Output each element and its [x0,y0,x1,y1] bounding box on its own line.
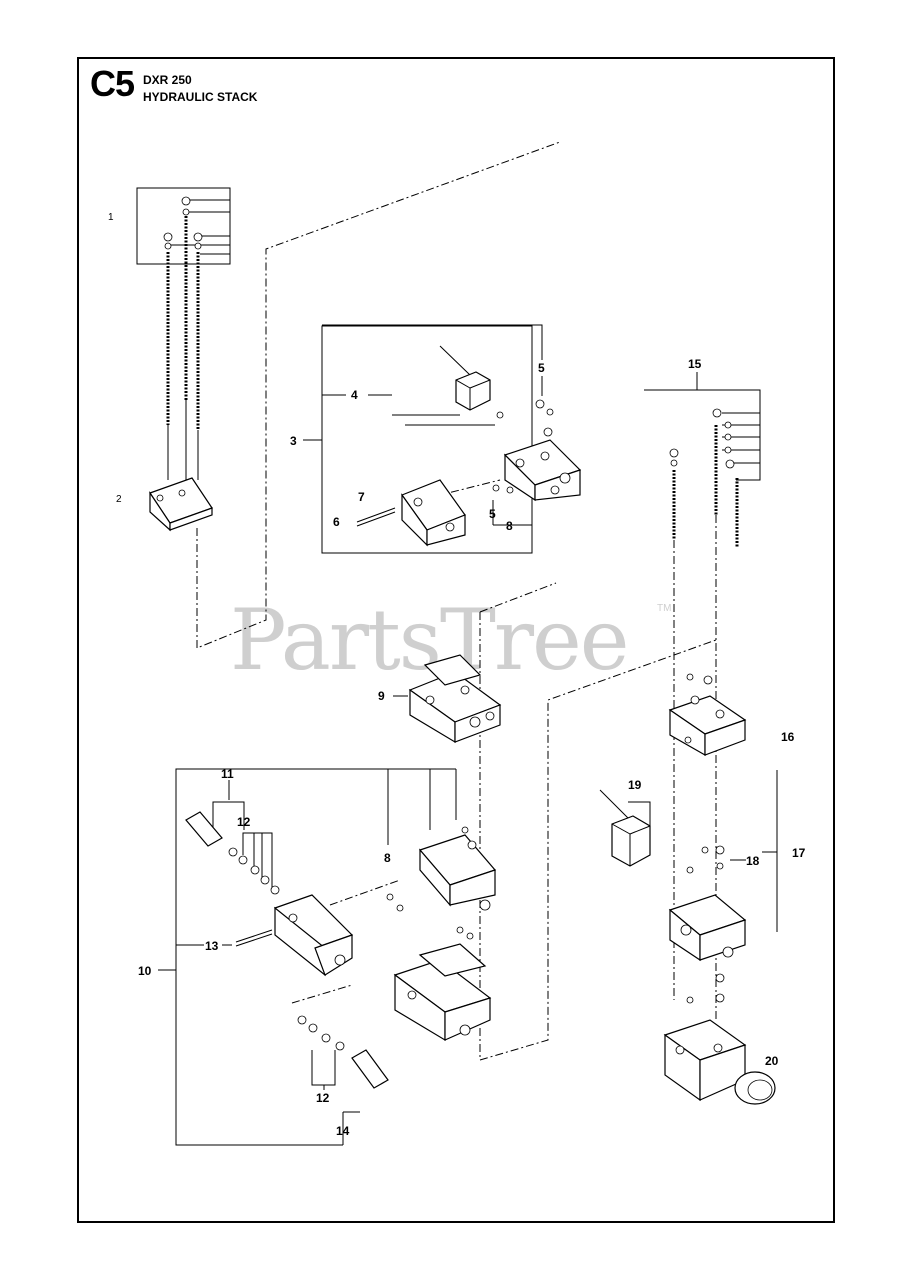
callout-1: 1 [108,212,114,223]
callout-17: 17 [792,846,806,860]
valve-section-assembly-10 [158,768,497,1146]
callout-3: 3 [290,434,297,448]
tie-rod-group [136,187,231,480]
end-block [149,477,213,532]
callout-15: 15 [688,357,702,371]
callout-13: 13 [205,939,219,953]
section-code: C5 [90,63,135,104]
callout-14: 14 [336,1124,350,1138]
callout-10: 10 [138,964,152,978]
callout-5-lower: 5 [489,507,496,521]
callout-20: 20 [765,1054,779,1068]
valve-section-16 [668,673,747,757]
diagram-frame [77,57,835,1223]
tie-rod-group-15 [644,389,761,548]
inlet-section-20 [663,973,776,1105]
model-name: DXR 250 [143,73,192,87]
callout-9: 9 [378,689,385,703]
callout-5-upper: 5 [538,361,545,375]
diagram-title: HYDRAULIC STACK [143,90,258,104]
callout-12-lower: 12 [316,1091,330,1105]
valve-section-assembly-17 [599,770,778,962]
valve-section-9 [393,654,502,744]
callout-12-upper: 12 [237,815,251,829]
callout-16: 16 [781,730,795,744]
callout-2: 2 [116,494,122,505]
callout-8-lower: 8 [384,851,391,865]
callout-7: 7 [358,490,365,504]
callout-11: 11 [221,767,234,781]
callout-8-upper: 8 [506,519,513,533]
callout-6: 6 [333,515,340,529]
valve-section-assembly-3 [303,324,582,554]
watermark-trademark: TM [657,603,672,614]
callout-18: 18 [746,854,760,868]
callout-19: 19 [628,778,642,792]
callout-4: 4 [351,388,358,402]
